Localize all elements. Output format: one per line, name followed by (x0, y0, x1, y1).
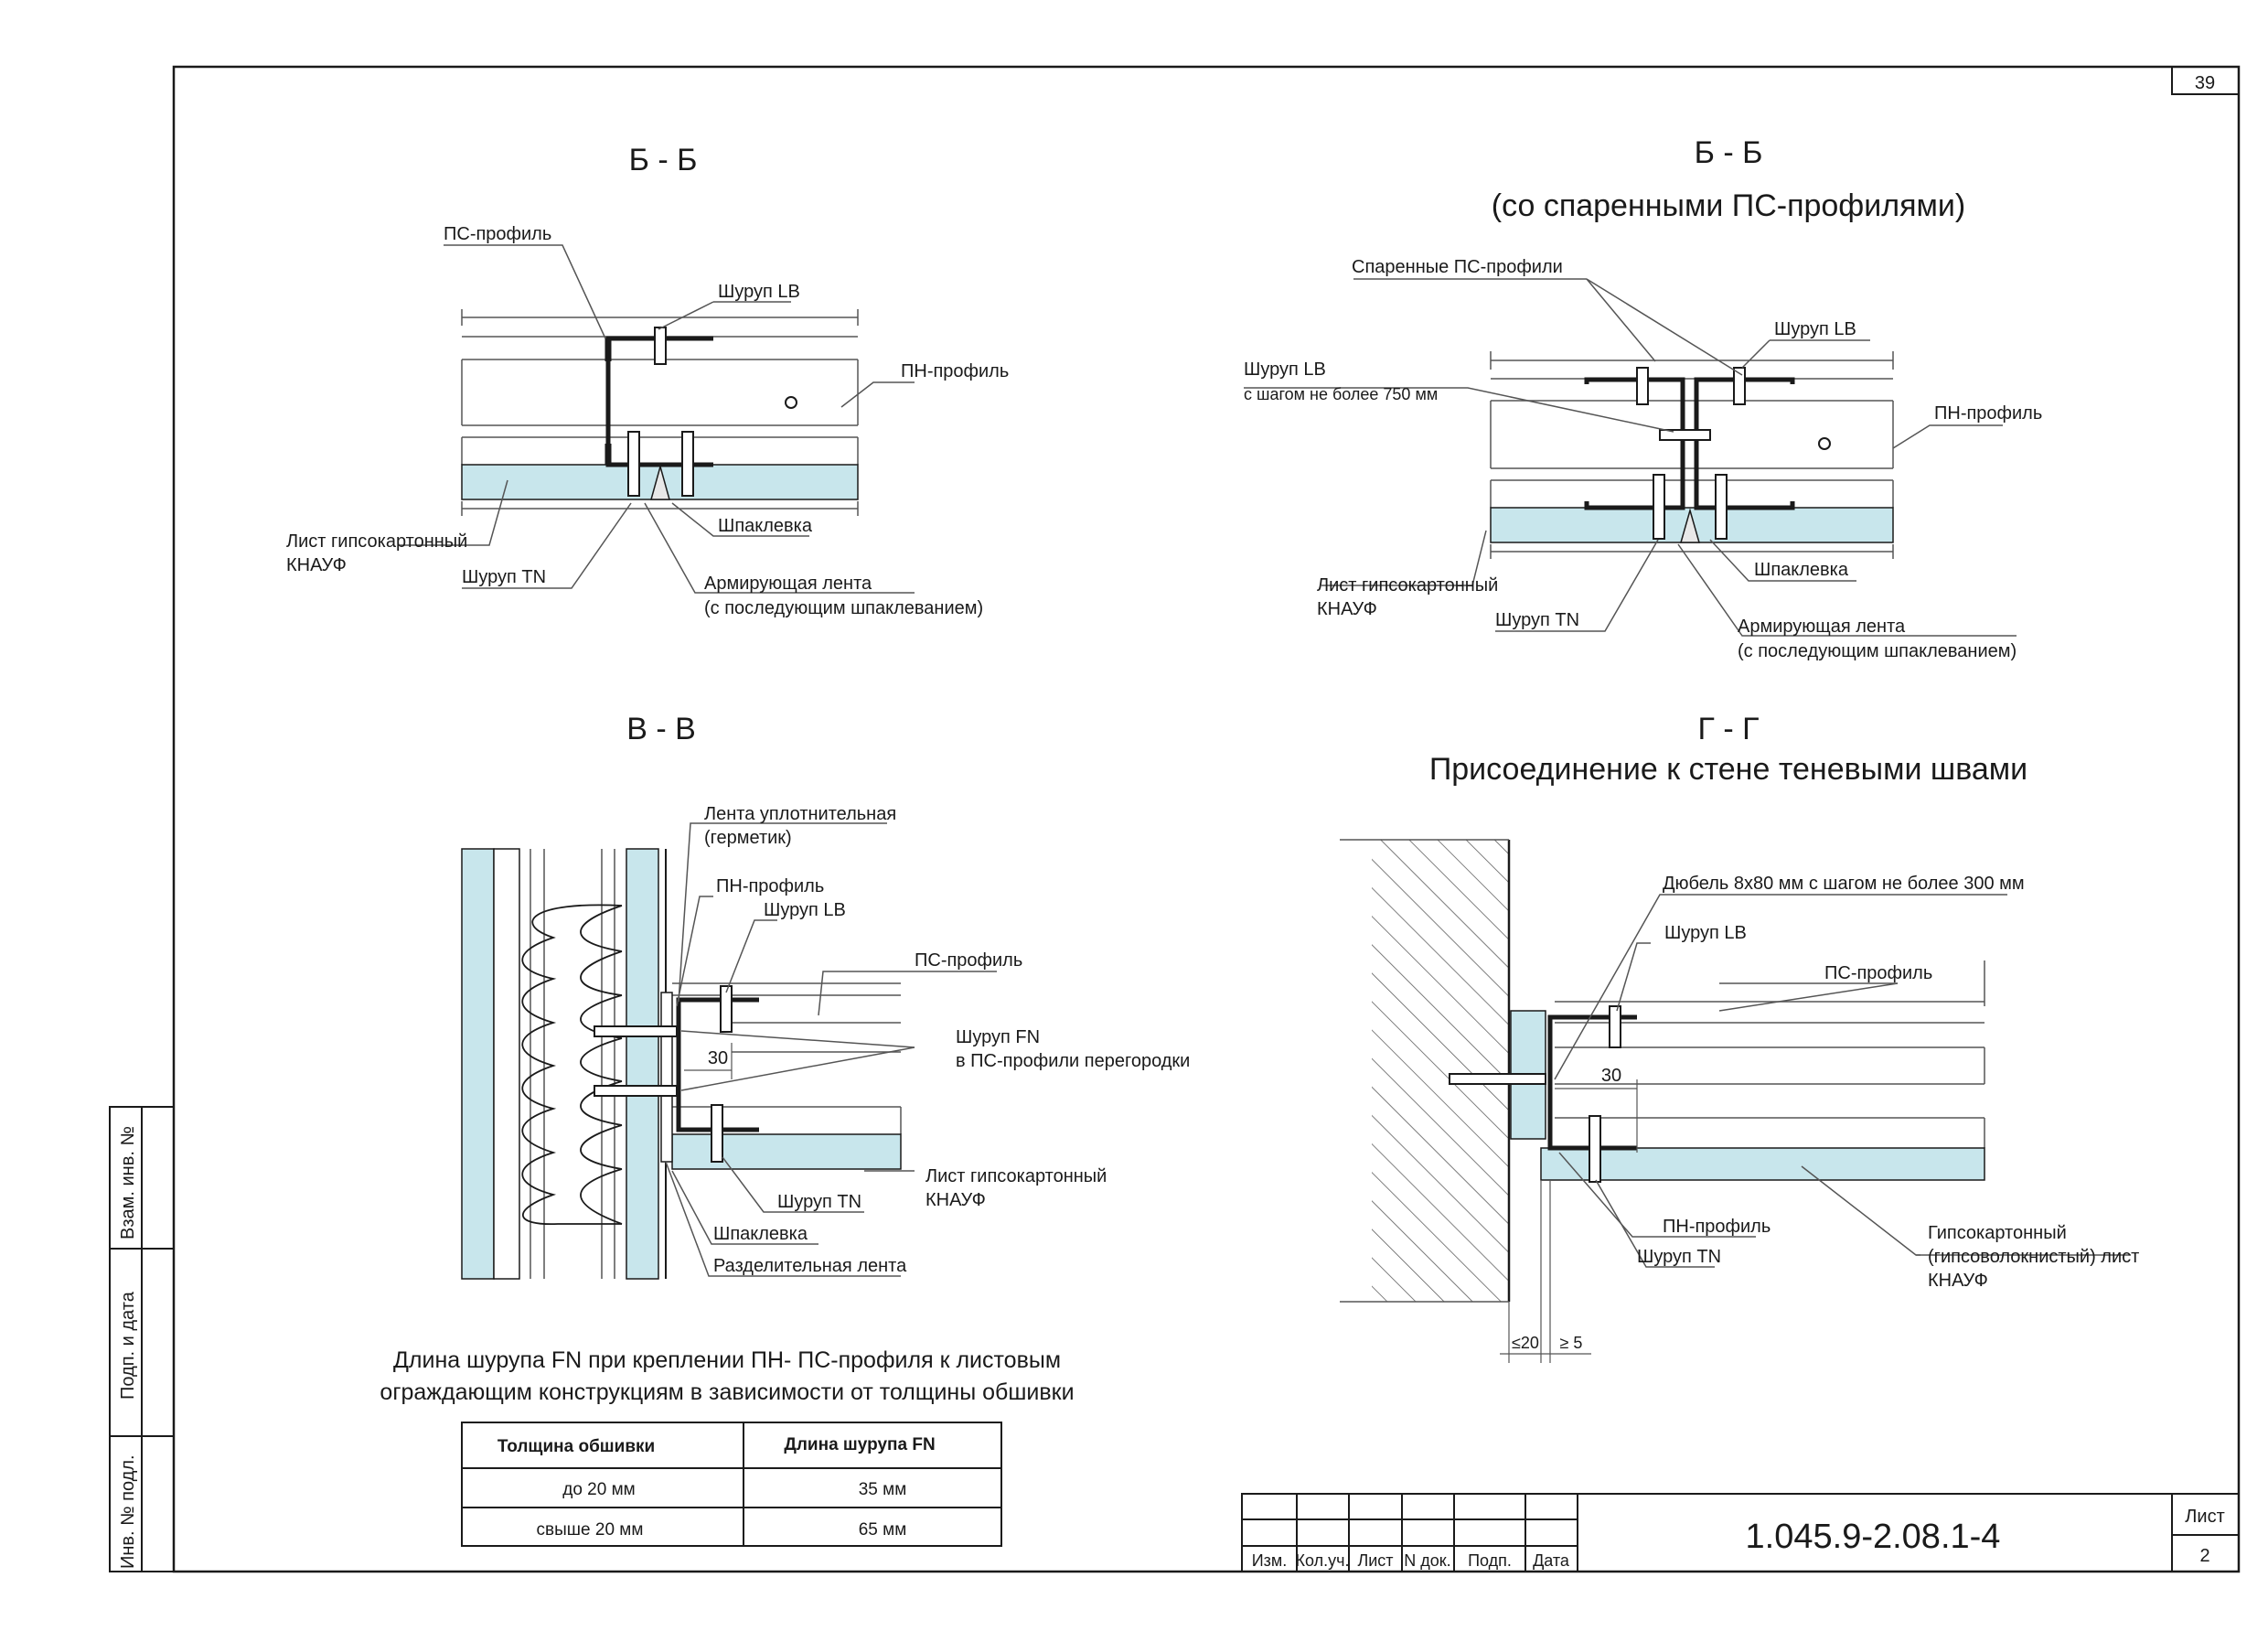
vv-label-sheet-2: КНАУФ (925, 1190, 986, 1210)
gg-label-screw-tn: Шуруп TN (1637, 1247, 1721, 1267)
bb2-label-sheet-1: Лист гипсокартонный (1317, 575, 1498, 596)
vv-dimension-30: 30 (708, 1048, 728, 1068)
section-bb (398, 244, 915, 594)
title-block (1241, 1493, 2240, 1572)
vv-label-seal-1: Лента уплотнительная (704, 804, 896, 824)
table-cell-r1c1: до 20 мм (562, 1480, 635, 1499)
gg-label-gk-1: Гипсокартонный (1928, 1223, 2067, 1243)
stamp-col-change: Изм. (1252, 1551, 1288, 1570)
bb-label-sheet-2: КНАУФ (286, 555, 347, 575)
page-number: 39 (2195, 73, 2215, 93)
section-gg (1340, 839, 2131, 1363)
bb2-label-putty: Шпаклевка (1754, 560, 1849, 580)
table-header-thickness: Толщина обшивки (497, 1437, 655, 1456)
stamp-col-doc: N док. (1404, 1551, 1450, 1570)
insulation (521, 904, 623, 1225)
vv-title: В - В (626, 712, 696, 746)
table-header-length: Длина шурупа FN (784, 1435, 935, 1454)
bb2-title: Б - Б (1695, 135, 1763, 170)
screw-table (461, 1422, 1002, 1547)
stamp-col-date: Дата (1533, 1551, 1570, 1570)
bb2-label-tape-1: Армирующая лента (1738, 617, 1906, 637)
vv-label-screw-lb: Шуруп LB (764, 900, 846, 920)
side-field-replace: Взам. инв. № (118, 1126, 138, 1239)
table-caption-2: ограждающим конструкциям в зависимости о… (380, 1379, 1074, 1405)
gg-label-dowel: Дюбель 8х80 мм с шагом не более 300 мм (1663, 874, 2025, 894)
stamp-sheet-number: 2 (2199, 1546, 2209, 1566)
vv-label-seal-2: (герметик) (704, 828, 792, 848)
table-cell-r2c2: 65 мм (859, 1520, 907, 1540)
stamp-sheet-label: Лист (2185, 1507, 2224, 1527)
vv-label-screw-fn-1: Шуруп FN (956, 1027, 1040, 1047)
vv-label-pn: ПН-профиль (716, 876, 824, 896)
bb-title: Б - Б (629, 143, 698, 177)
bb-label-putty: Шпаклевка (718, 516, 813, 536)
side-stamp (109, 1106, 175, 1572)
bb2-label-sheet-2: КНАУФ (1317, 599, 1377, 619)
vv-label-sheet-1: Лист гипсокартонный (925, 1166, 1107, 1186)
vv-label-screw-tn: Шуруп TN (777, 1192, 861, 1212)
gg-label-gk-3: КНАУФ (1928, 1271, 1988, 1291)
gg-subtitle: Присоединение к стене теневыми швами (1429, 752, 2027, 787)
bb-label-pn: ПН-профиль (901, 361, 1009, 381)
gg-dim-le20: ≤20 (1512, 1334, 1539, 1352)
gg-dim-ge5: ≥ 5 (1560, 1334, 1583, 1352)
stamp-col-sign: Подп. (1468, 1551, 1512, 1570)
bb2-label-screw-lb: Шуруп LB (1774, 319, 1856, 339)
document-code: 1.045.9-2.08.1-4 (1746, 1518, 2001, 1556)
bb2-label-screw-tn: Шуруп TN (1495, 610, 1579, 630)
vv-label-putty: Шпаклевка (713, 1224, 808, 1244)
table-cell-r1c2: 35 мм (859, 1480, 907, 1499)
vv-label-sep-tape: Разделительная лента (713, 1256, 907, 1276)
table-caption-1: Длина шурупа FN при креплении ПН- ПС-про… (393, 1347, 1061, 1373)
gg-label-screw-lb: Шуруп LB (1664, 923, 1747, 943)
bb2-label-screw-lb-step-1: Шуруп LB (1244, 359, 1326, 380)
sheet-frame (172, 65, 2241, 1573)
gg-dimension-30: 30 (1601, 1066, 1621, 1086)
stamp-col-count: Кол.уч. (1296, 1551, 1350, 1570)
section-bb-paired (1244, 278, 2017, 637)
table-cell-r2c1: свыше 20 мм (537, 1520, 644, 1540)
section-vv (461, 822, 997, 1280)
bb-label-screw-lb: Шуруп LB (718, 282, 800, 302)
bb2-label-pn: ПН-профиль (1934, 403, 2042, 424)
bb2-label-paired: Спаренные ПС-профили (1352, 257, 1563, 277)
bb-label-ps: ПС-профиль (444, 224, 551, 244)
side-field-inv-orig: Инв. № подл. (118, 1454, 138, 1569)
bb-label-tape-2: (с последующим шпаклеванием) (704, 598, 983, 618)
bb2-subtitle: (со спаренными ПС-профилями) (1492, 188, 1965, 223)
side-field-sign-date: Подп. и дата (118, 1291, 138, 1400)
bb2-label-tape-2: (с последующим шпаклеванием) (1738, 641, 2017, 661)
vv-label-ps: ПС-профиль (915, 950, 1022, 971)
gg-title: Г - Г (1697, 712, 1759, 746)
bb-label-tape-1: Армирующая лента (704, 574, 872, 594)
gg-label-gk-2: (гипсоволокнистый) лист (1928, 1247, 2139, 1267)
gg-label-pn: ПН-профиль (1663, 1217, 1771, 1237)
bb-label-sheet-1: Лист гипсокартонный (286, 531, 467, 552)
bb2-label-screw-lb-step-2: с шагом не более 750 мм (1244, 385, 1438, 403)
bb-label-screw-tn: Шуруп TN (462, 567, 546, 587)
stamp-col-sheet: Лист (1357, 1551, 1393, 1570)
gg-label-ps: ПС-профиль (1824, 963, 1932, 983)
vv-label-screw-fn-2: в ПС-профили перегородки (956, 1051, 1190, 1071)
